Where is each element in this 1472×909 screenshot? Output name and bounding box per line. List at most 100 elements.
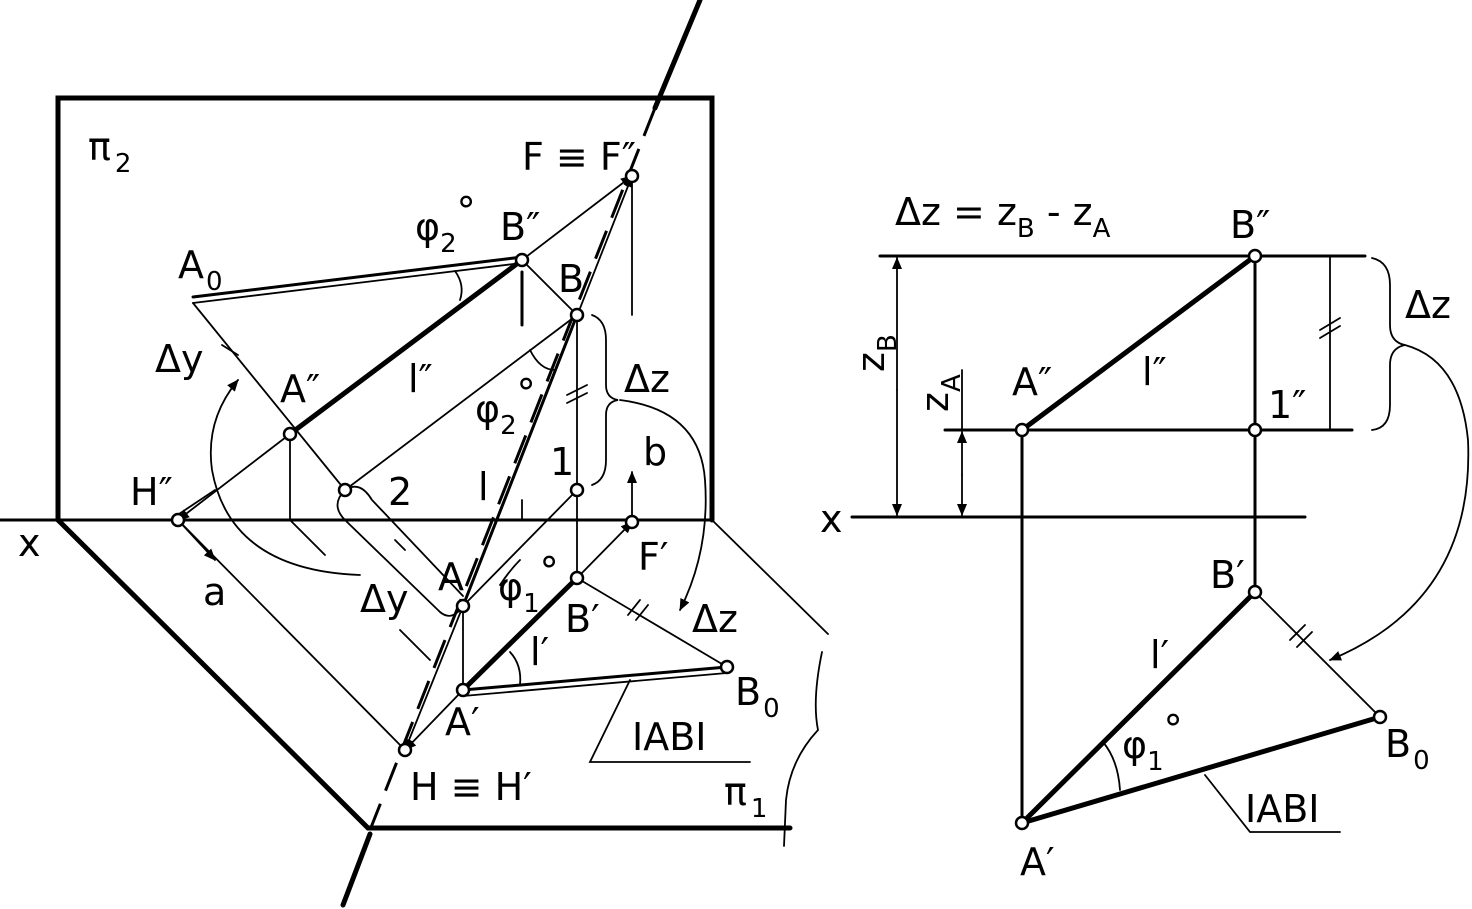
B2-B-line (521, 259, 578, 316)
label-B2-right: B″ (1230, 203, 1270, 247)
trace-line-end (340, 831, 373, 908)
label-H: H ≡ H′ (410, 765, 532, 809)
label-dz-left: Δz (624, 357, 670, 401)
label-zA: zA (913, 374, 967, 412)
B1-B0-line (576, 577, 728, 668)
point-A2 (282, 426, 298, 442)
B1-B0-right-line (1254, 591, 1381, 718)
point-B1-right (1247, 584, 1263, 600)
B2-F-line (521, 175, 633, 261)
label-ab-right: IABI (1245, 787, 1319, 831)
point-A1 (455, 682, 471, 698)
B1B0-tick-2 (635, 604, 649, 621)
b1b0-tick-r2 (1296, 631, 1313, 648)
label-F1: F′ (638, 535, 669, 579)
label-A1: A′ (445, 700, 480, 744)
label-phi2-mid: φ2° (475, 371, 536, 441)
label-A2-right: A″ (1012, 360, 1052, 404)
point-A (455, 598, 471, 614)
label-B: B (558, 257, 584, 301)
dy-tick (221, 344, 239, 356)
point-B0-right (1372, 709, 1388, 725)
label-point2: 2 (388, 470, 412, 514)
ab-leader (588, 679, 751, 763)
dz-tick-r2 (1319, 325, 1341, 339)
dz-tick-1 (566, 384, 588, 396)
A1-B0-right-line (1019, 714, 1383, 826)
B1B0-tick-1 (627, 599, 641, 616)
dz-arc (619, 399, 707, 611)
A1-B0-double-line-2 (462, 672, 728, 697)
label-l2-right: l″ (1142, 350, 1167, 394)
label-phi2-top: φ2° (415, 189, 476, 259)
ab-leader-right (1204, 774, 1341, 833)
label-l1-right: l′ (1150, 633, 1169, 677)
A1-H-arrow2 (404, 689, 464, 751)
point-A1-right (1014, 815, 1030, 831)
label-zB: zB (849, 334, 903, 372)
break-line (783, 651, 823, 847)
label-dz-right: Δz (1405, 283, 1451, 327)
dz-tick-2 (566, 392, 588, 404)
label-ab-left: IABI (632, 715, 706, 759)
label-point1: 1 (550, 440, 574, 484)
A2-H2-line (177, 433, 291, 521)
l2-line (287, 257, 525, 437)
label-left-x: x (18, 521, 41, 565)
frontal-plane-frame (55, 95, 715, 523)
l1-line (460, 575, 580, 693)
label-A0: A0 (178, 243, 223, 297)
dy-arc (209, 379, 361, 576)
point-B2-right (1247, 248, 1263, 264)
label-B1: B′ (565, 597, 600, 641)
label-l: l (478, 465, 489, 509)
label-F: F ≡ F″ (522, 135, 636, 179)
label-a: a (203, 570, 226, 614)
label-B2: B″ (500, 205, 540, 249)
label-H2: H″ (130, 470, 173, 514)
label-A2: A″ (280, 367, 320, 411)
phi1-arc-right (1102, 741, 1121, 791)
label-right-x: x (820, 497, 843, 541)
point-A2-right (1014, 422, 1030, 438)
point2-B-line (344, 314, 578, 491)
phi1-arc (499, 559, 521, 586)
H2-H-line (177, 519, 406, 751)
formula: Δz = zB - zA (895, 190, 1111, 244)
dz-bracket (591, 314, 619, 486)
A1-H-arrow (404, 605, 464, 751)
right-figure: Δz = zB - zA B″ A″ 1″ l″ x zB zA Δz B′ A… (820, 190, 1470, 884)
dz-brace-right (1371, 257, 1406, 431)
A2-ticks (289, 519, 326, 556)
label-phi1: φ1° (498, 549, 559, 619)
point-F1 (624, 514, 640, 530)
label-1-right: 1″ (1268, 383, 1306, 427)
point-B1 (569, 570, 585, 586)
A0-A2-line (192, 302, 346, 491)
point-B (569, 307, 585, 323)
b1b0-tick-r1 (1289, 624, 1306, 641)
point-B0 (719, 659, 735, 675)
label-l1: l′ (530, 630, 549, 674)
label-dz-bottom: Δz (692, 597, 738, 641)
l2-right-line (1019, 253, 1258, 433)
label-B0: B0 (735, 670, 780, 724)
dy-tick-2 (394, 539, 406, 551)
label-l2: l″ (408, 357, 433, 401)
point1-A-line (462, 489, 578, 607)
A0-B2-double-line-2 (192, 262, 523, 304)
point-1 (569, 482, 585, 498)
point-B2 (514, 252, 530, 268)
point-F (624, 168, 640, 184)
l1-arc (509, 651, 522, 686)
plane-edge-right (711, 519, 829, 635)
label-dy-top: Δy (155, 337, 203, 381)
horizontal-plane-frame (55, 517, 793, 831)
label-B0-right: B0 (1385, 722, 1430, 776)
label-A: A (438, 555, 464, 599)
label-dy-bottom: Δy (360, 577, 408, 621)
